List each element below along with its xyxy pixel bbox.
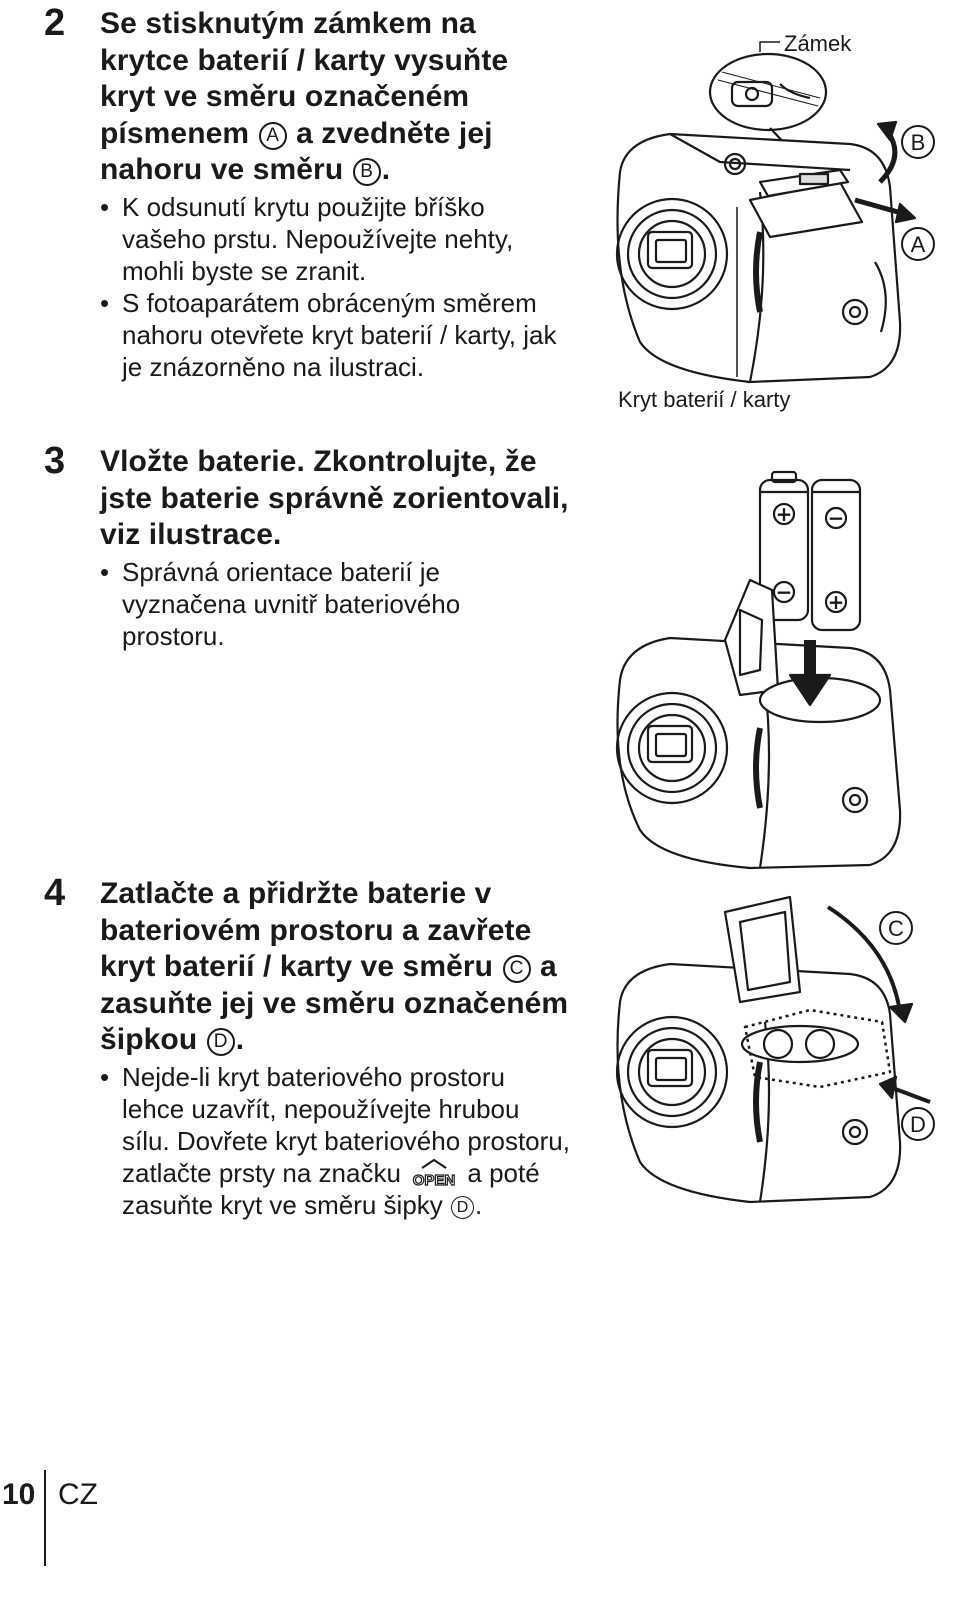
language-code: CZ xyxy=(58,1478,98,1511)
bullet-text: a poté zasuňte kryt ve směru šipky xyxy=(122,1157,540,1220)
arrow-d-label: D xyxy=(910,1112,926,1137)
arrow-b-label: B xyxy=(911,130,926,155)
bullet-text: Nejde-li kryt bateriového prostoru lehce… xyxy=(122,1061,570,1188)
bullet-item: K odsunutí krytu použijte bříško vašeho … xyxy=(100,191,570,287)
heading-text: . xyxy=(381,153,391,186)
step-content: Se stisknutým zámkem na krytce baterií /… xyxy=(100,6,570,383)
heading-text: a zasuňte jej ve směru označeném šipkou xyxy=(100,950,569,1056)
step-heading: Se stisknutým zámkem na krytce baterií /… xyxy=(100,6,570,189)
camera-close-cover-illustration: C D xyxy=(615,895,935,1204)
page-number: 10 xyxy=(2,1478,36,1511)
marker-a: A xyxy=(258,121,287,150)
heading-text: . xyxy=(235,1023,245,1056)
step-heading: Vložte baterie. Zkontrolujte, že jste ba… xyxy=(100,445,569,551)
open-label: OPEN xyxy=(413,1172,456,1188)
heading-text: Zatlačte a přidržte baterie v bateriovém… xyxy=(100,877,532,983)
battery-sign: − xyxy=(776,580,793,604)
camera-insert-batteries-illustration: + − − + xyxy=(615,470,902,870)
marker-c: C xyxy=(502,955,531,983)
battery-sign: − xyxy=(828,506,845,530)
step-number: 4 xyxy=(44,872,66,914)
cover-callout: Kryt baterií / karty xyxy=(618,387,791,412)
arrow-a-label: A xyxy=(911,232,926,257)
bullet-item: Správná orientace baterií je vyznačena u… xyxy=(100,556,570,652)
bullet-text: . xyxy=(475,1189,483,1220)
heading-text: a zvedněte jej nahoru ve směru xyxy=(100,116,493,187)
marker-b: B xyxy=(352,158,381,186)
open-mark-icon: OPEN xyxy=(412,1158,456,1188)
lock-callout: Zámek xyxy=(784,31,852,56)
camera-open-cover-illustration: B A xyxy=(615,41,935,384)
bullet-item: Nejde-li kryt bateriového prostoru lehce… xyxy=(100,1061,570,1221)
step-number: 3 xyxy=(44,440,66,482)
step-content: Vložte baterie. Zkontrolujte, že jste ba… xyxy=(100,444,570,652)
step-number: 2 xyxy=(44,2,66,44)
footer-divider xyxy=(44,1470,46,1566)
battery-sign: + xyxy=(828,590,845,614)
step-content: Zatlačte a přidržte baterie v bateriovém… xyxy=(100,876,570,1221)
step-heading: Zatlačte a přidržte baterie v bateriovém… xyxy=(100,876,570,1059)
bullet-item: S fotoaparátem obráceným směrem nahoru o… xyxy=(100,287,570,383)
battery-sign: + xyxy=(776,502,793,526)
marker-d: D xyxy=(206,1028,235,1056)
marker-d: D xyxy=(451,1195,475,1219)
heading-text: Se stisknutým zámkem na krytce baterií /… xyxy=(100,7,509,150)
arrow-c-label: C xyxy=(888,916,904,941)
